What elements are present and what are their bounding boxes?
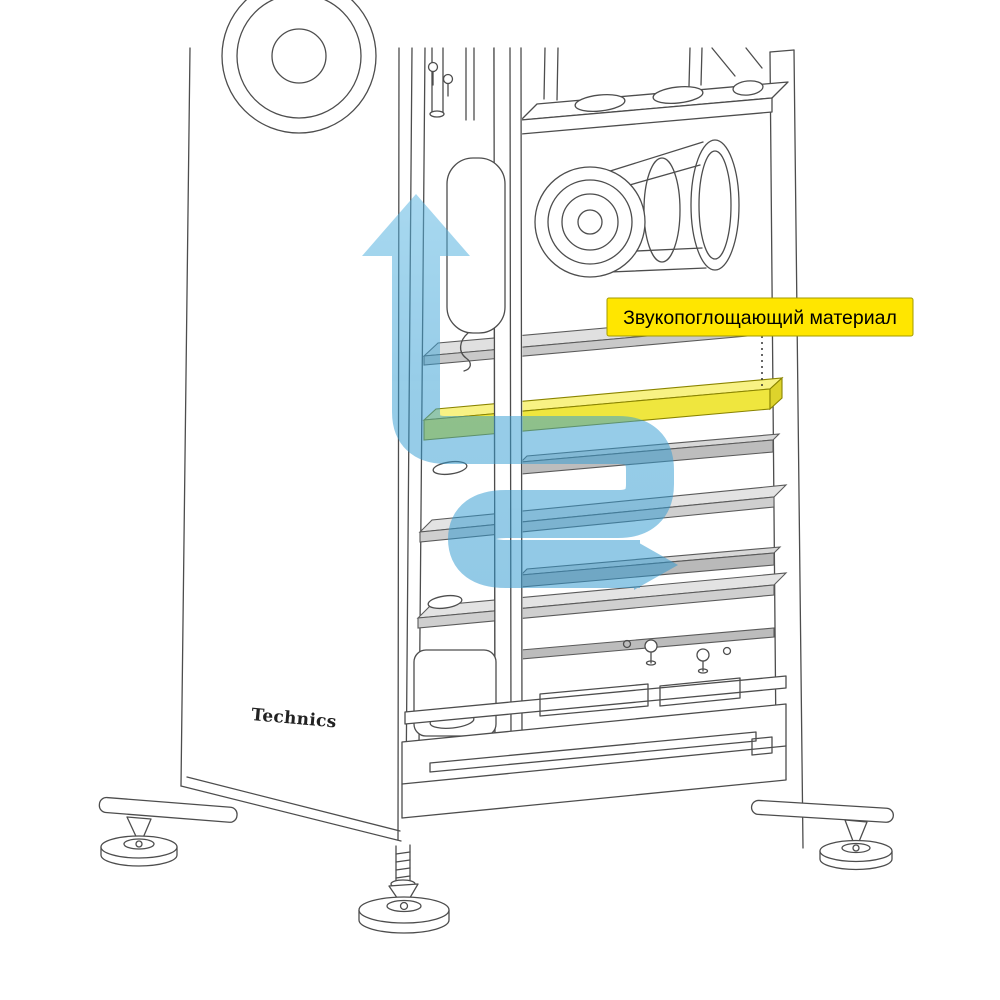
internal-shelves	[416, 311, 788, 660]
woofer-driver	[221, 0, 377, 134]
horn-driver	[534, 139, 740, 278]
arrowhead-up-icon	[362, 194, 470, 256]
technics-logo: Technics	[251, 705, 338, 732]
spike-left	[126, 816, 152, 846]
bottom-compartment	[404, 639, 787, 725]
arrowhead-right-icon	[634, 540, 678, 590]
top-bracing	[427, 47, 789, 135]
speaker-feet	[98, 796, 894, 934]
callout-box	[606, 297, 914, 337]
airflow-arrow	[362, 194, 678, 590]
plinth	[401, 703, 787, 819]
spike-right	[844, 819, 868, 850]
callout-text: Звукопоглощающий материал	[623, 307, 897, 329]
mid-panel	[493, 47, 523, 743]
speaker-cabinet	[180, 47, 402, 842]
callout-label: Звукопоглощающий материал	[606, 297, 914, 388]
